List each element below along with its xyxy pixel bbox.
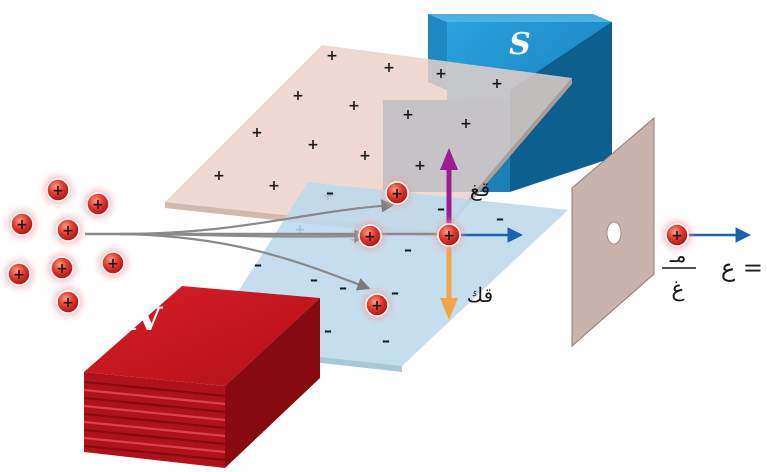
ion-charge: + — [671, 228, 683, 244]
positive-ion: + — [434, 220, 464, 250]
plus-sign: + — [402, 107, 414, 123]
minus-sign: – — [339, 278, 347, 297]
positive-ion: + — [83, 189, 113, 219]
magnet-stripe — [83, 428, 226, 446]
north-magnet: N — [83, 286, 320, 468]
ion-charge: + — [391, 186, 403, 202]
minus-sign: – — [310, 270, 318, 289]
positive-ion: + — [662, 220, 692, 250]
electric-force-label: قك — [467, 283, 493, 307]
positive-ion: + — [53, 287, 83, 317]
plus-sign: + — [359, 148, 371, 164]
minus-sign: – — [404, 240, 412, 259]
magnet-stripe — [83, 444, 226, 462]
minus-sign: – — [437, 199, 445, 218]
ion-charge: + — [16, 217, 28, 233]
plus-sign: + — [268, 178, 280, 194]
ion-charge: + — [52, 183, 64, 199]
ion-charge: + — [62, 295, 74, 311]
positive-ion: + — [53, 215, 83, 245]
ion-charge: + — [364, 229, 376, 245]
positive-ion: + — [355, 221, 385, 251]
magnet-stripe — [83, 420, 226, 438]
screen-with-slit — [571, 116, 655, 348]
plus-sign: + — [414, 158, 426, 174]
ion-charge: + — [371, 298, 383, 314]
positive-ion: + — [4, 259, 34, 289]
positive-ion: + — [7, 209, 37, 239]
minus-sign: – — [391, 283, 399, 302]
plus-sign: + — [383, 60, 395, 76]
ion-charge: + — [56, 261, 68, 277]
minus-sign: – — [324, 321, 332, 340]
positive-ion: + — [98, 248, 128, 278]
magnet-stripe — [83, 436, 226, 454]
magnet-stripe — [83, 380, 226, 398]
positive-ion: + — [47, 253, 77, 283]
positive-ion: + — [362, 290, 392, 320]
plus-sign: + — [251, 125, 263, 141]
magnet-stripe — [83, 396, 226, 414]
velocity-formula: ع = مـ غ — [662, 243, 763, 302]
minus-sign: – — [254, 255, 262, 274]
positive-ions: + + + + + + + + + + + + + — [4, 175, 692, 320]
ion-charge: + — [62, 223, 74, 239]
north-magnet-stripes — [83, 380, 226, 462]
formula-numerator: مـ — [669, 243, 687, 267]
plus-sign: + — [292, 88, 304, 104]
plus-sign: + — [491, 76, 503, 92]
south-pole-label: S — [509, 27, 531, 62]
positive-ion: + — [382, 178, 412, 208]
positive-ion: + — [43, 175, 73, 205]
magnet-stripe — [83, 388, 226, 406]
plus-sign: + — [213, 168, 225, 184]
minus-sign: – — [382, 331, 390, 350]
plus-sign: + — [326, 48, 338, 64]
minus-sign: – — [326, 183, 334, 202]
magnetic-force-label: قغ — [470, 177, 490, 201]
ion-charge: + — [92, 197, 104, 213]
ion-charge: + — [107, 256, 119, 272]
magnet-stripe — [83, 412, 226, 430]
magnet-stripe — [83, 404, 226, 422]
plus-sign: + — [307, 137, 319, 153]
minus-sign: – — [496, 209, 504, 228]
ion-charge: + — [443, 228, 455, 244]
magnetic-force-arrow — [440, 148, 458, 228]
formula-denominator: غ — [671, 277, 684, 302]
plus-sign: + — [460, 116, 472, 132]
plus-sign: + — [348, 98, 360, 114]
formula-lhs: ع = — [721, 254, 763, 282]
electric-force-arrow — [440, 246, 458, 320]
plus-sign: + — [435, 66, 447, 82]
ion-charge: + — [13, 267, 25, 283]
